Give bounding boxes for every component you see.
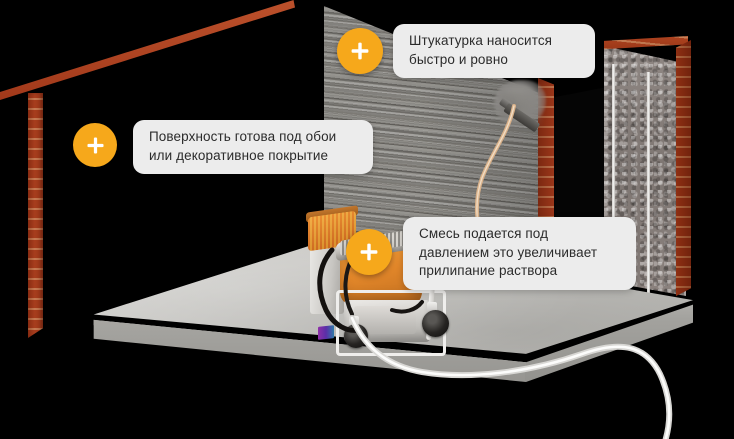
callout-3-plus-button[interactable] [346,229,392,275]
machine-wheel-fork [427,302,437,316]
callout-3-text-bubble: Смесь подается под давлением это увеличи… [403,217,636,290]
callout-2-text-bubble: Поверхность готова под обои или декорати… [133,120,373,174]
callout-1-plus-button[interactable] [337,28,383,74]
plus-icon [358,241,380,263]
callout-1-text-bubble: Штукатурка наносится быстро и ровно [393,24,595,78]
plus-icon [85,135,106,156]
brick-edge-far-right [676,40,691,296]
brick-edge-left [28,93,43,338]
callout-2-plus-button[interactable] [73,123,117,167]
plus-icon [349,40,371,62]
plaster-beacon-rail [647,72,650,298]
plaster-beacon-rail [612,64,615,292]
